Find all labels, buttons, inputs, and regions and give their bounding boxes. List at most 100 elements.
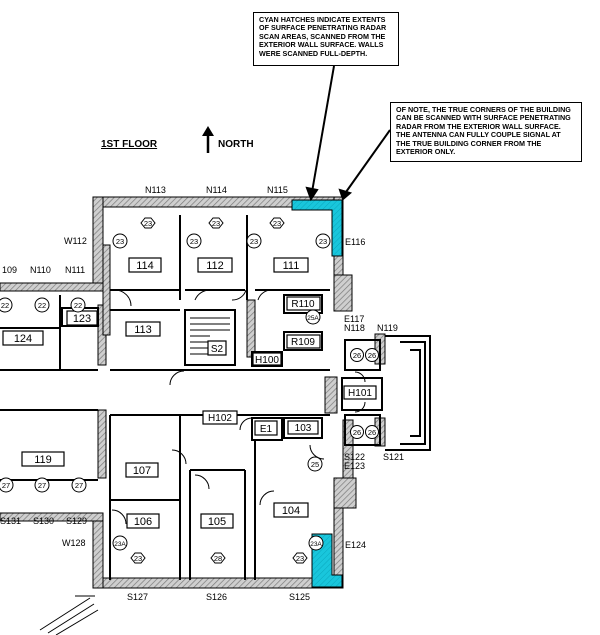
room-labels: 114 112 111 R110 R109 113 123 124 [2,257,377,529]
svg-text:27: 27 [38,481,46,490]
svg-text:S2: S2 [211,344,224,355]
label-s131: S131 [0,516,21,526]
svg-text:22: 22 [38,301,46,310]
label-s127: S127 [127,592,148,602]
svg-text:23: 23 [116,237,124,246]
svg-text:22: 22 [1,301,9,310]
circle-tag: 27 [0,477,14,493]
svg-text:28: 28 [214,554,222,563]
circle-tag: 22 [70,297,86,313]
circle-tag: 27 [34,477,50,493]
label-n110: N110 [30,265,51,275]
label-s122: S122 [344,452,365,462]
svg-text:23: 23 [212,219,220,228]
label-n114: N114 [206,185,227,195]
svg-text:113: 113 [134,324,152,336]
cyan-hatch-note: CYAN HATCHES INDICATE EXTENTS OF SURFACE… [253,12,399,66]
label-e123: E123 [344,461,365,471]
hex-tag: 23 [130,552,146,564]
room-106: 106 [126,513,160,529]
door-swings [111,289,366,525]
hex-tag: 28 [210,552,226,564]
circle-tag: 26 [365,425,379,439]
scan-area-northeast [291,199,343,257]
svg-text:103: 103 [295,423,312,434]
label-s126: S126 [206,592,227,602]
svg-text:124: 124 [14,333,32,345]
label-w128: W128 [62,538,86,548]
label-s130: S130 [33,516,54,526]
svg-text:23: 23 [273,219,281,228]
svg-text:107: 107 [133,465,151,477]
svg-text:23: 23 [296,554,304,563]
svg-text:26: 26 [353,351,361,360]
svg-text:104: 104 [282,505,300,517]
svg-text:H100: H100 [255,355,279,366]
room-112: 112 [197,257,233,273]
circle-tag: 23A [112,535,128,551]
svg-text:23: 23 [134,554,142,563]
label-n118: N118 [344,323,365,333]
room-s2: S2 [207,340,227,356]
label-e117: E117 [344,314,364,324]
room-103: 103 [287,420,319,435]
svg-text:E1: E1 [260,424,273,435]
room-123: 123 [66,310,98,326]
room-r109: R109 [286,334,321,349]
svg-text:112: 112 [206,260,224,272]
room-h102: H102 [202,410,238,425]
label-n115: N115 [267,185,288,195]
svg-text:25: 25 [311,460,319,469]
svg-text:H101: H101 [348,388,372,399]
stair-treads [190,317,230,355]
circle-tag: 26 [350,348,364,362]
svg-text:H102: H102 [208,413,232,424]
circle-tag: 23 [112,233,128,249]
hex-tag: 23 [292,552,308,564]
hex-tag: 23 [269,217,285,229]
room-107: 107 [125,462,159,478]
wall-tags: 23 23 23 23 23 23 23 22 22 22 25A 25 26 … [0,217,379,564]
circle-tag: 23 [246,233,262,249]
room-h100: H100 [252,352,282,366]
label-s129: S129 [66,516,87,526]
circle-tag: 23 [315,233,331,249]
circle-tag: 23 [186,233,202,249]
svg-text:26: 26 [368,351,376,360]
label-e116: E116 [345,237,365,247]
room-104: 104 [273,502,309,518]
svg-text:23: 23 [190,237,198,246]
room-h101: H101 [343,385,377,400]
svg-text:23: 23 [144,219,152,228]
exterior-walls [0,196,386,589]
label-w112: W112 [64,236,87,246]
circle-tag: 26 [350,425,364,439]
svg-text:R110: R110 [291,299,315,310]
hex-tag: 23 [208,217,224,229]
circle-tag: 27 [71,477,87,493]
room-e1: E1 [254,420,278,436]
svg-text:119: 119 [34,454,52,466]
label-n113: N113 [145,185,166,195]
north-arrow-icon [202,126,214,153]
svg-text:23A: 23A [310,541,322,548]
room-r110: R110 [286,296,321,311]
interior-walls [0,215,431,580]
svg-text:23A: 23A [114,541,126,548]
circle-tag: 22 [34,297,50,313]
label-n111: N111 [65,265,85,275]
exterior-steps [39,595,99,635]
label-n119: N119 [377,323,398,333]
svg-text:25A: 25A [307,315,319,322]
svg-text:123: 123 [73,313,91,325]
room-124: 124 [2,330,44,346]
svg-text:26: 26 [368,428,376,437]
svg-text:27: 27 [75,481,83,490]
room-114: 114 [128,257,162,273]
svg-text:106: 106 [134,516,152,528]
circle-tag: 26 [365,348,379,362]
svg-text:22: 22 [74,301,82,310]
svg-text:111: 111 [283,260,300,272]
label-e124: E124 [345,540,366,550]
